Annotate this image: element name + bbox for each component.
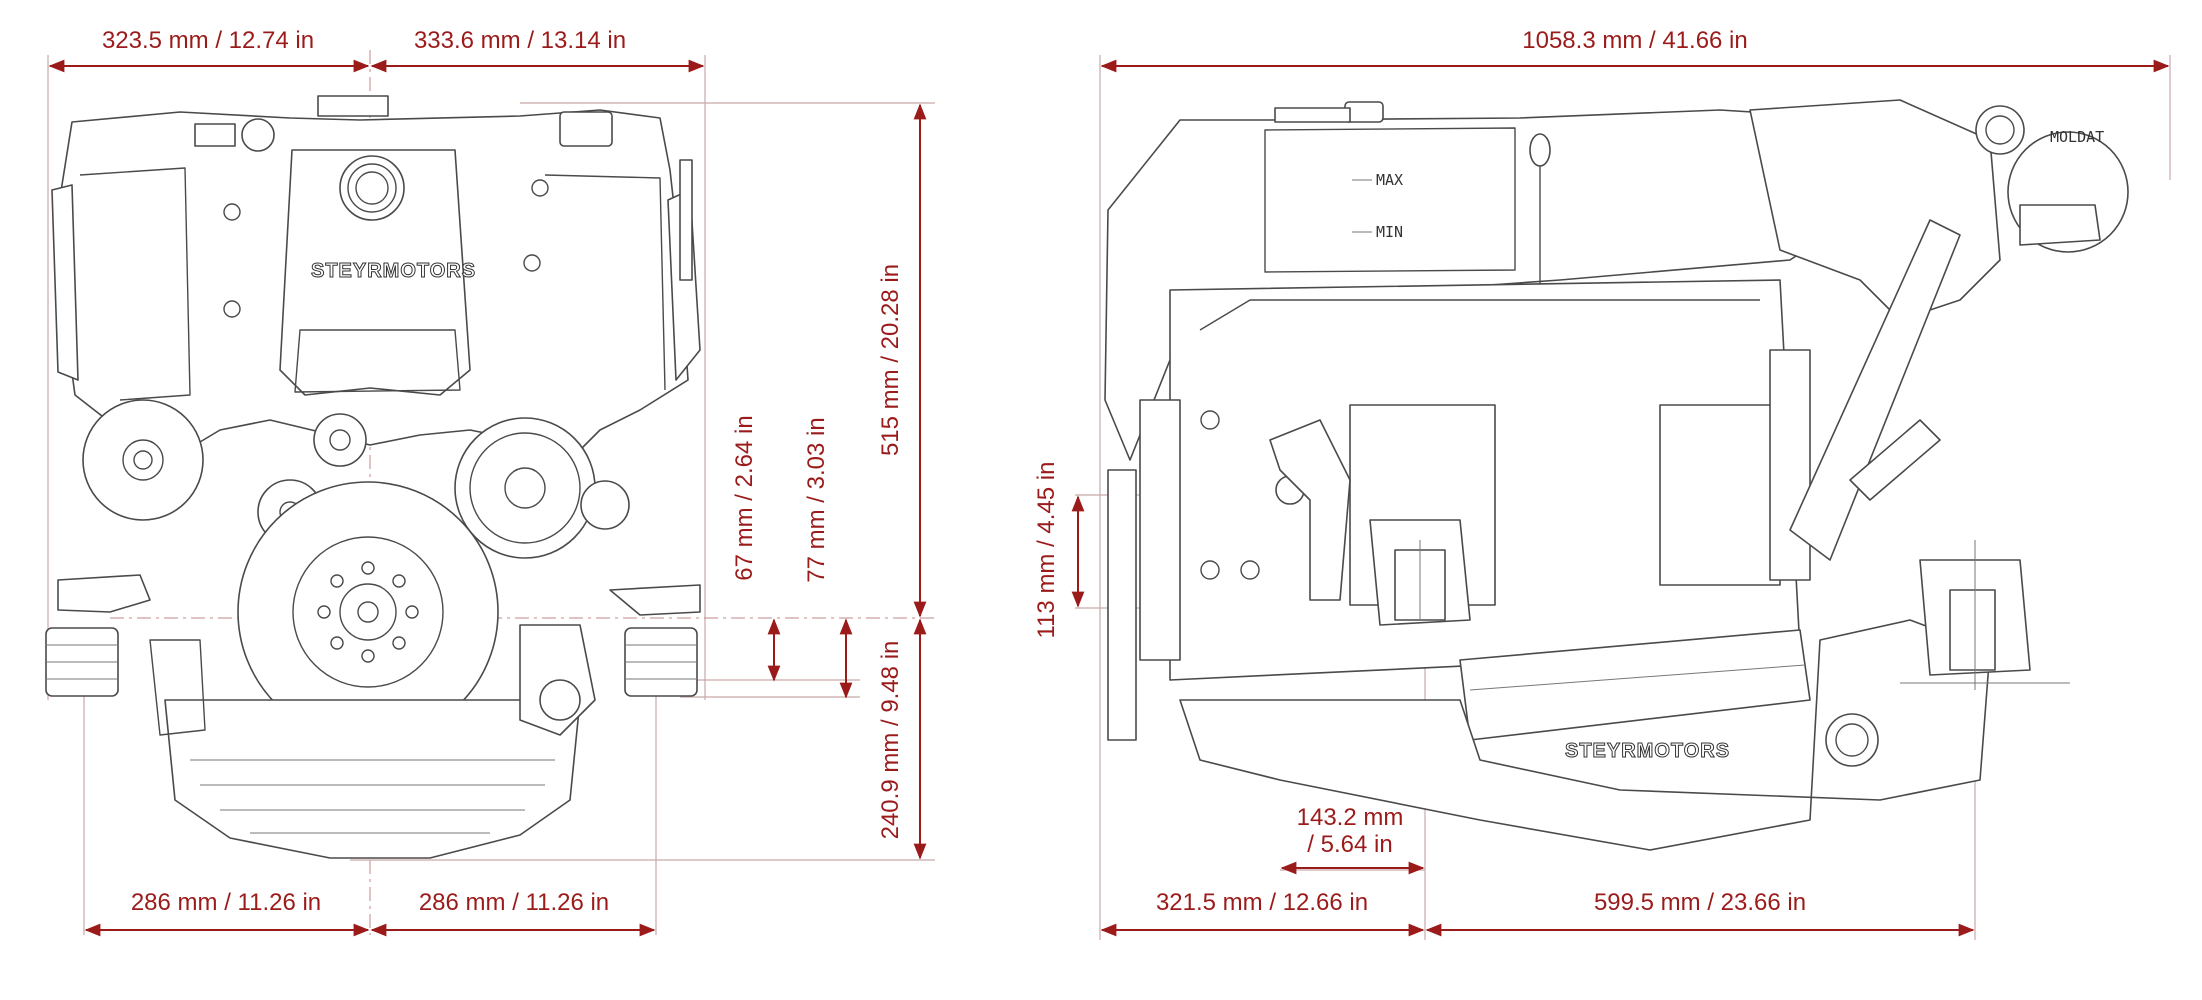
front-brand-text: STEYRMOTORS <box>311 260 476 282</box>
dim-offset-line2: / 5.64 in <box>1307 831 1392 858</box>
dim-height-lower: 240.9 mm / 9.48 in <box>877 641 904 840</box>
side-brand-text: STEYRMOTORS <box>1565 740 1730 762</box>
dim-height-total: 515 mm / 20.28 in <box>877 264 904 456</box>
dim-bottom-left: 286 mm / 11.26 in <box>131 889 321 916</box>
dim-bottom-right: 286 mm / 11.26 in <box>419 889 609 916</box>
dim-top-right: 333.6 mm / 13.14 in <box>414 27 626 54</box>
front-logo-emblem <box>339 155 405 221</box>
side-engine-outline: MAX MIN MOLDAT <box>1104 99 2129 851</box>
front-dimensions: 323.5 mm / 12.74 in 333.6 mm / 13.14 in … <box>48 27 927 937</box>
dipstick-max-label: MAX <box>1376 171 1403 189</box>
dim-height-113: 113 mm / 4.45 in <box>1033 462 1060 639</box>
dim-side-bottom-right: 599.5 mm / 23.66 in <box>1594 889 1806 916</box>
side-mount-label: MOLDAT <box>2050 128 2104 146</box>
side-dimensions: 1058.3 mm / 41.66 in 113 mm / 4.45 in 14… <box>1033 27 2170 937</box>
side-mount-rear <box>1949 589 1996 671</box>
front-engine-outline: STEYRMOTORS <box>45 95 701 859</box>
dim-top-left: 323.5 mm / 12.74 in <box>102 27 314 54</box>
dim-side-bottom-left: 321.5 mm / 12.66 in <box>1156 889 1368 916</box>
dim-offset-line1: 143.2 mm <box>1297 804 1404 831</box>
front-view: STEYRMOTORS <box>45 27 935 937</box>
dim-mount-77: 77 mm / 3.03 in <box>803 417 830 582</box>
front-pulley-right <box>454 417 596 559</box>
dim-mount-67: 67 mm / 2.64 in <box>731 415 758 580</box>
side-front-pulley <box>1107 469 1137 741</box>
front-oil-pan <box>164 699 581 859</box>
front-pulley-left <box>82 399 204 521</box>
dipstick-handle <box>1529 133 1551 167</box>
dipstick-min-label: MIN <box>1376 223 1403 241</box>
side-brand-emblem <box>1825 713 1879 767</box>
side-view: MAX MIN MOLDAT <box>1033 27 2171 940</box>
dim-length-total: 1058.3 mm / 41.66 in <box>1522 27 1747 54</box>
side-exhaust <box>1459 629 1811 741</box>
